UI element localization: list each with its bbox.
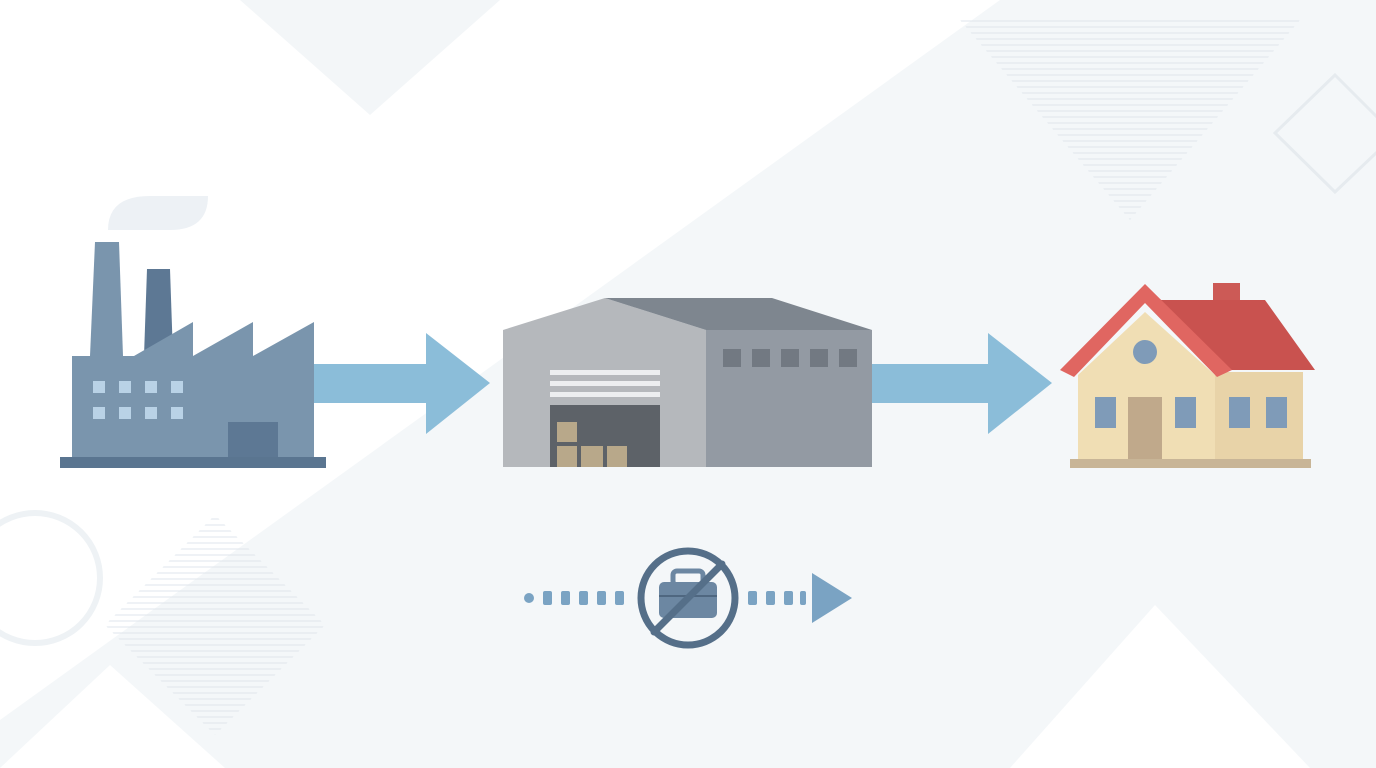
factory-window bbox=[171, 407, 183, 419]
factory-window bbox=[93, 381, 105, 393]
warehouse-window bbox=[781, 349, 799, 367]
warehouse-window bbox=[810, 349, 828, 367]
dotted-arrow-dash bbox=[748, 591, 757, 605]
factory-window bbox=[145, 381, 157, 393]
warehouse-door-slats bbox=[550, 370, 660, 397]
factory-window bbox=[93, 407, 105, 419]
dotted-arrow-dashes bbox=[524, 591, 806, 605]
house-window bbox=[1175, 397, 1196, 428]
factory-window bbox=[119, 407, 131, 419]
house-base bbox=[1070, 459, 1311, 468]
factory-windows bbox=[93, 381, 183, 419]
arrow-factory-to-warehouse bbox=[314, 333, 490, 434]
factory-door bbox=[228, 422, 278, 458]
house-window bbox=[1229, 397, 1250, 428]
dotted-arrow-dash bbox=[579, 591, 588, 605]
warehouse-window bbox=[752, 349, 770, 367]
dotted-arrow-dash bbox=[543, 591, 552, 605]
dotted-flow-arrow bbox=[524, 547, 852, 649]
house-round-window bbox=[1133, 340, 1157, 364]
warehouse-box bbox=[581, 446, 603, 467]
warehouse-box bbox=[557, 446, 577, 467]
warehouse-boxes bbox=[557, 422, 627, 467]
dotted-arrow-head bbox=[812, 573, 852, 623]
factory-base bbox=[60, 457, 326, 468]
background-top-triangle bbox=[240, 0, 500, 115]
warehouse-window bbox=[723, 349, 741, 367]
house-window bbox=[1095, 397, 1116, 428]
factory-window bbox=[145, 407, 157, 419]
dotted-arrow-dot bbox=[524, 593, 534, 603]
factory-chimney-right bbox=[144, 269, 173, 356]
warehouse-door-slat bbox=[550, 392, 660, 397]
factory-window bbox=[119, 381, 131, 393]
warehouse-box bbox=[557, 422, 577, 442]
background-bottom-triangle-left bbox=[0, 665, 225, 768]
arrow-warehouse-to-home bbox=[872, 333, 1052, 434]
dotted-arrow-dash bbox=[597, 591, 606, 605]
warehouse-box bbox=[607, 446, 627, 467]
background-outline-circle bbox=[0, 510, 103, 646]
background-hatch-triangle bbox=[960, 20, 1300, 220]
warehouse-door-slat bbox=[550, 381, 660, 386]
house-icon bbox=[1060, 283, 1315, 468]
factory-window bbox=[171, 381, 183, 393]
background-bottom-triangle-right bbox=[1010, 605, 1310, 768]
dotted-arrow-dash bbox=[615, 591, 624, 605]
house-side-wall bbox=[1215, 372, 1303, 460]
house-front-roof bbox=[1060, 284, 1232, 377]
house-window bbox=[1266, 397, 1287, 428]
factory-smoke bbox=[108, 196, 208, 230]
warehouse-icon bbox=[503, 298, 872, 467]
dotted-arrow-dash bbox=[800, 591, 806, 605]
factory-chimney-left bbox=[90, 242, 123, 356]
warehouse-windows bbox=[723, 349, 857, 367]
no-briefcase-icon bbox=[637, 547, 739, 649]
factory-icon bbox=[60, 196, 326, 468]
warehouse-roof bbox=[605, 298, 872, 330]
badge-ring bbox=[637, 547, 739, 649]
house-door bbox=[1128, 397, 1162, 460]
background-hatch-diamond bbox=[105, 515, 325, 735]
warehouse-door-slat bbox=[550, 370, 660, 375]
badge-slash bbox=[650, 560, 726, 636]
dotted-arrow-dash bbox=[766, 591, 775, 605]
house-side-roof bbox=[1144, 300, 1315, 370]
warehouse-window bbox=[839, 349, 857, 367]
dotted-arrow-dash bbox=[561, 591, 570, 605]
background-outline-diamond bbox=[1272, 72, 1376, 195]
dotted-arrow-dash bbox=[784, 591, 793, 605]
